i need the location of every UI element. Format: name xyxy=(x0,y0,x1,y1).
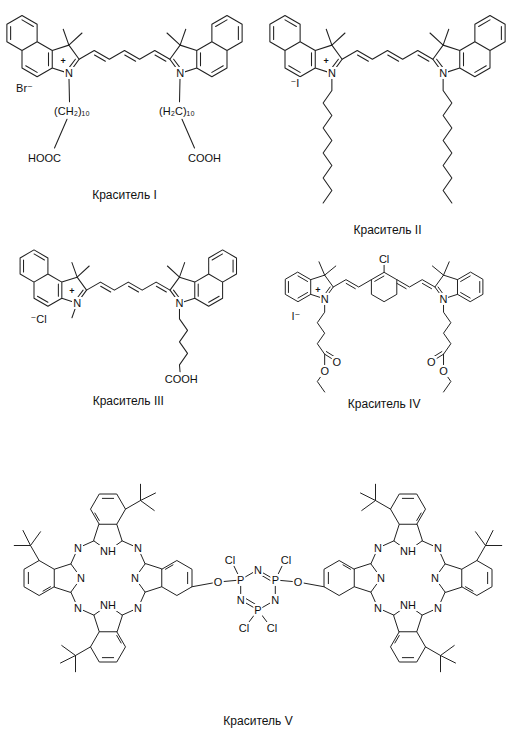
charge-sign: + xyxy=(324,57,329,67)
atom-label: N xyxy=(430,572,440,584)
dye-caption: Краситель III xyxy=(91,395,166,408)
atom-label: NH xyxy=(399,545,417,557)
charge-sign: + xyxy=(61,57,66,67)
dye-structure xyxy=(7,16,242,149)
atom-label: Cl xyxy=(378,253,390,265)
atom-label: N xyxy=(376,572,386,584)
atom-label: (H₂C)₁₀ xyxy=(158,104,196,116)
atom-label: O xyxy=(319,365,330,377)
atom-label: N xyxy=(73,542,83,554)
atom-label: N xyxy=(439,293,449,305)
atom-label: N xyxy=(373,542,383,554)
atom-label: Cl xyxy=(224,554,236,566)
dye-structure xyxy=(270,16,505,204)
atom-label: N xyxy=(438,67,448,79)
atom-label: N xyxy=(433,602,443,614)
atom-label: ⁻I xyxy=(290,77,301,89)
atom-label: O xyxy=(213,576,224,588)
atom-label: N xyxy=(373,602,383,614)
atom-label: N xyxy=(64,67,74,79)
dye-caption: Краситель II xyxy=(352,224,424,237)
atom-label: O xyxy=(438,365,449,377)
atom-label: COOH xyxy=(164,373,199,385)
dye-structure xyxy=(14,484,502,672)
atom-label: N xyxy=(76,572,86,584)
atom-label: N xyxy=(253,564,263,576)
atom-label: N xyxy=(270,594,280,606)
atom-label: N xyxy=(433,542,443,554)
atom-label: N xyxy=(130,572,140,584)
atom-label: COOH xyxy=(187,152,222,164)
atom-label: Cl xyxy=(266,622,278,634)
atom-label: Br⁻ xyxy=(15,82,34,94)
atom-label: ⁻Cl xyxy=(29,313,47,325)
atom-label: NH xyxy=(99,545,117,557)
atom-label: N xyxy=(133,542,143,554)
atom-label: I⁻ xyxy=(290,310,301,322)
atom-label: P xyxy=(236,574,245,586)
atom-label: N xyxy=(133,602,143,614)
dye-structure xyxy=(285,262,483,392)
atom-label: N xyxy=(174,297,184,309)
atom-label: N xyxy=(320,293,330,305)
atom-label: P xyxy=(253,604,262,616)
atom-label: N xyxy=(236,594,246,606)
atom-label: O xyxy=(332,356,343,368)
atom-label: NH xyxy=(99,599,117,611)
atom-label: O xyxy=(293,576,304,588)
dye-caption: Краситель V xyxy=(221,715,294,728)
atom-label: N xyxy=(327,67,337,79)
atom-label: Cl xyxy=(280,554,292,566)
atom-label: HOOC xyxy=(27,152,62,164)
atom-label: N xyxy=(73,602,83,614)
dye-caption: Краситель IV xyxy=(346,398,423,411)
atom-label: O xyxy=(426,356,437,368)
dye-structure xyxy=(20,250,236,372)
dye-caption: Краситель I xyxy=(90,189,159,202)
atom-label: N xyxy=(175,67,185,79)
atom-label: N xyxy=(72,297,82,309)
charge-sign: + xyxy=(69,287,74,297)
atom-label: Cl xyxy=(238,622,250,634)
atom-label: NH xyxy=(399,599,417,611)
atom-label: P xyxy=(271,574,280,586)
atom-label: (CH₂)₁₀ xyxy=(53,104,91,116)
